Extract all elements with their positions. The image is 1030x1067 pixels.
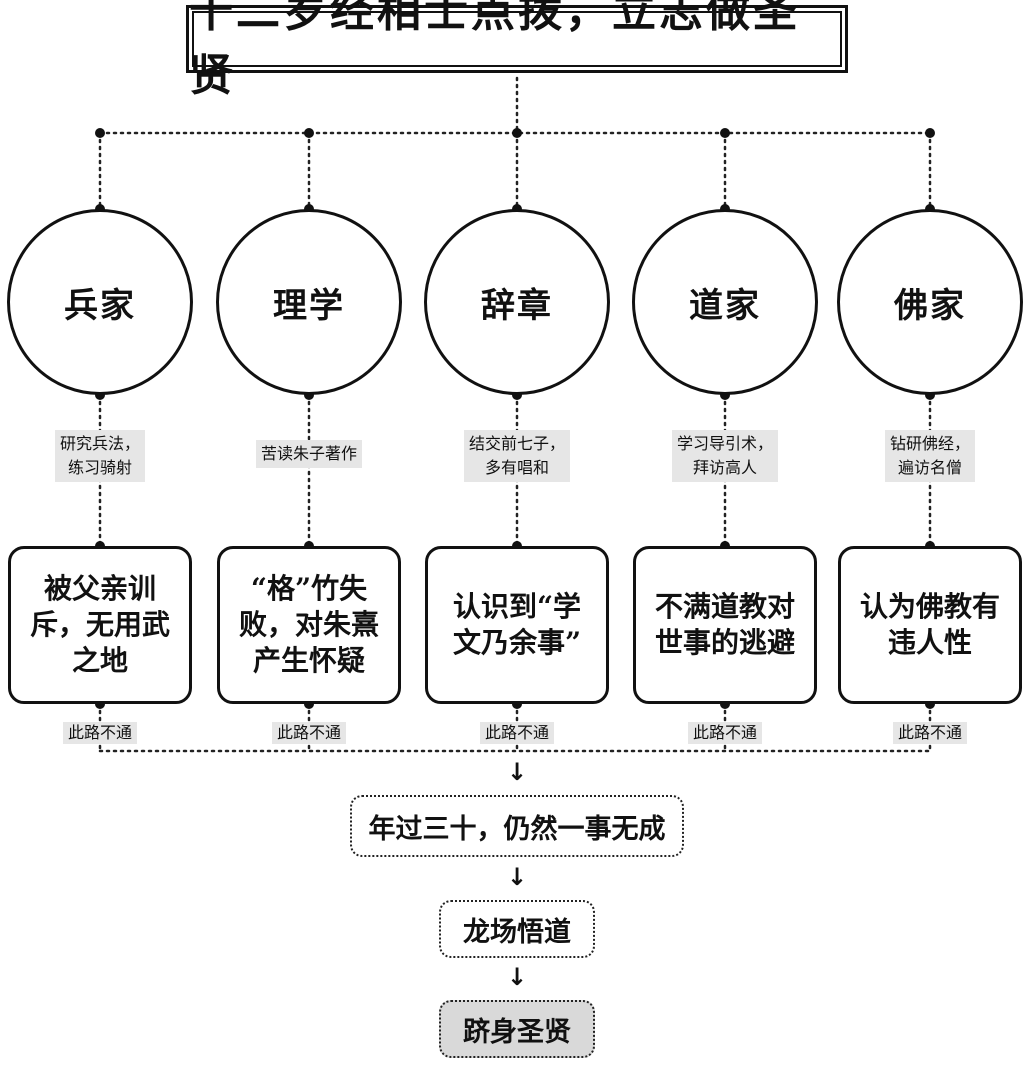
branch-result-fojia: 认为佛教有违人性 [838,546,1022,704]
note-line: 遍访名僧 [897,458,963,477]
down-arrow-icon: ↓ [506,863,528,891]
note-line: 苦读朱子著作 [260,444,358,463]
status-label: 此路不通 [892,722,968,744]
note-line: 结交前七子， [468,434,566,453]
branch-result-cizhang: 认识到“学文乃余事” [425,546,609,704]
note-line: 钻研佛经， [889,434,971,453]
note-line: 拜访高人 [692,458,758,477]
step-become-sage: 跻身圣贤 [439,1000,595,1058]
branch-circle-lixue: 理学 [216,209,402,395]
diagram-title: 十二岁经相士点拨，立志做圣贤 [186,0,848,101]
step-longchang-enlightenment: 龙场悟道 [439,900,595,958]
branch-circle-fojia: 佛家 [837,209,1023,395]
branch-circle-daojia: 道家 [632,209,818,395]
branch-note-lixue: 苦读朱子著作 [255,440,363,468]
status-label: 此路不通 [479,722,555,744]
branch-result-lixue: “格”竹失败，对朱熹产生怀疑 [217,546,401,704]
note-line: 学习导引术， [676,434,774,453]
junction-dot [512,128,522,138]
branch-circle-bingjia: 兵家 [7,209,193,395]
branch-result-bingjia: 被父亲训斥，无用武之地 [8,546,192,704]
note-line: 研究兵法， [59,434,141,453]
step-thirty-no-success: 年过三十，仍然一事无成 [350,795,684,857]
status-label: 此路不通 [62,722,138,744]
branch-note-cizhang: 结交前七子， 多有唱和 [463,430,571,482]
junction-dot [95,128,105,138]
status-label: 此路不通 [271,722,347,744]
junction-dot [925,128,935,138]
status-label: 此路不通 [687,722,763,744]
note-line: 练习骑射 [67,458,133,477]
branch-note-daojia: 学习导引术， 拜访高人 [671,430,779,482]
junction-dot [720,128,730,138]
branch-circle-cizhang: 辞章 [424,209,610,395]
junction-dot [304,128,314,138]
down-arrow-icon: ↓ [506,758,528,786]
branch-note-fojia: 钻研佛经， 遍访名僧 [884,430,976,482]
branch-result-daojia: 不满道教对世事的逃避 [633,546,817,704]
note-line: 多有唱和 [484,458,550,477]
down-arrow-icon: ↓ [506,963,528,991]
branch-note-bingjia: 研究兵法， 练习骑射 [54,430,146,482]
